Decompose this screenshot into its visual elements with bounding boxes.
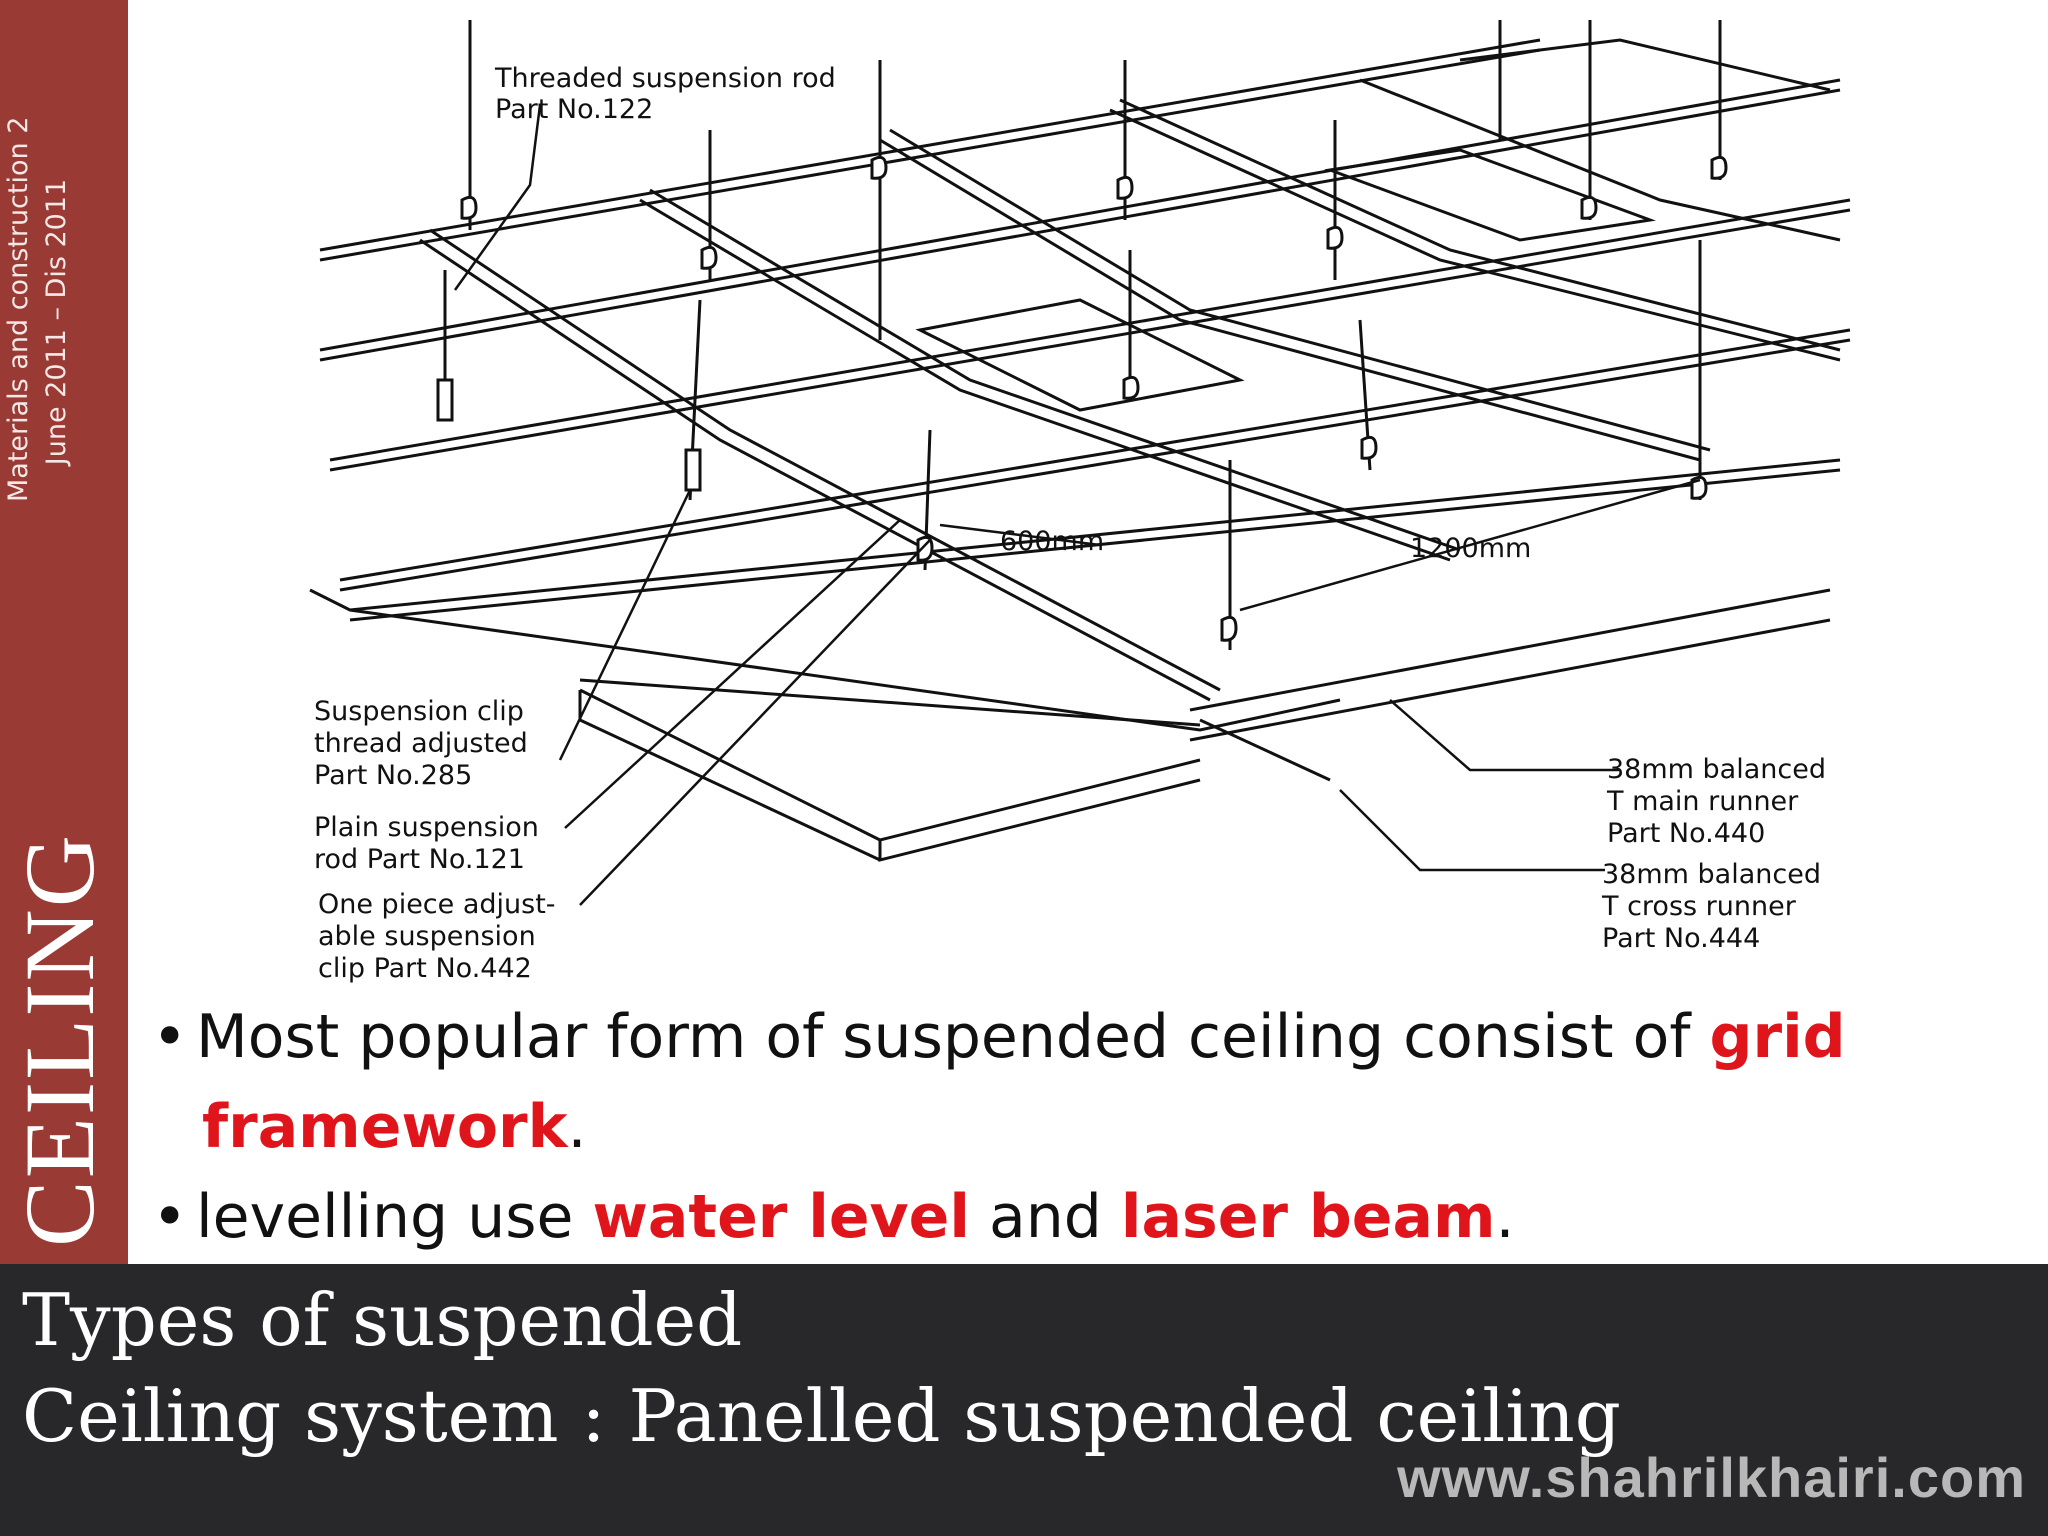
leader-lines [453,104,1701,906]
footer-banner: Types of suspended Ceiling system : Pane… [0,1264,2048,1536]
clip-442-label-line2: able suspension [318,921,536,952]
highlight-grid: grid [1709,1002,1846,1072]
clip-285-label-line3: Part No.285 [314,760,472,791]
bullet-middle: and [969,1182,1121,1252]
main-runner-label-line2: T main runner [1606,786,1799,817]
slide-title-line1: Types of suspended [22,1278,743,1362]
section-title: CEILING [4,833,115,1247]
cross-runner-label-line2: T cross runner [1601,891,1797,922]
course-name: Materials and construction 2 [3,116,34,502]
main-runner-label-line3: Part No.440 [1607,818,1765,849]
bullet-text: Most popular form of suspended ceiling c… [196,1002,1710,1072]
rod-121-label-line2: rod Part No.121 [314,844,525,875]
suspended-ceiling-diagram: Threaded suspension rod Part No.122 Susp… [309,20,1851,984]
labels: Threaded suspension rod Part No.122 Susp… [314,63,1826,984]
course-period: June 2011 – Dis 2011 [41,178,72,466]
clip-285-label-line2: thread adjusted [314,728,528,759]
clip-442-label-line1: One piece adjust- [318,889,556,920]
rod-122-label-line2: Part No.122 [495,94,653,125]
dimension-1200mm: 1200mm [1410,533,1531,564]
bullet-dot: • [152,1002,188,1072]
clip-285-label-line1: Suspension clip [314,696,524,727]
highlight-laser-beam: laser beam [1120,1182,1496,1252]
rod-121-label-line1: Plain suspension [314,812,539,843]
bullet-suffix: . [1495,1182,1515,1252]
highlight-framework: framework [202,1092,568,1162]
dimension-600mm: 600mm [1000,526,1104,557]
bullet-item-levelling: •levelling use water level and laser bea… [148,1172,2028,1262]
bullet-text: levelling use [196,1182,593,1252]
main-runner-label-line1: 38mm balanced [1607,754,1826,785]
rod-122-label-line1: Threaded suspension rod [494,63,836,94]
website-url[interactable]: www.shahrilkhairi.com [1397,1446,2026,1509]
bullet-list: •Most popular form of suspended ceiling … [148,992,2028,1262]
bullet-suffix: . [567,1092,587,1162]
bullet-item-grid-framework: •Most popular form of suspended ceiling … [148,992,2028,1172]
slide-title: Types of suspended Ceiling system : Pane… [22,1272,1621,1464]
course-info: Materials and construction 2 June 2011 –… [0,116,120,502]
bullet-dot: • [152,1182,188,1252]
suspension-clips [436,155,1728,642]
cross-runner-label-line1: 38mm balanced [1602,859,1821,890]
bullet-continuation: framework. [196,1082,2028,1172]
cross-runner-label-line3: Part No.444 [1602,923,1760,954]
highlight-water-level: water level [592,1182,970,1252]
ceiling-grid [309,38,1851,862]
sidebar: Materials and construction 2 June 2011 –… [0,0,128,1264]
slide-title-line2: Ceiling system : Panelled suspended ceil… [22,1374,1621,1458]
clip-442-label-line3: clip Part No.442 [318,953,532,984]
